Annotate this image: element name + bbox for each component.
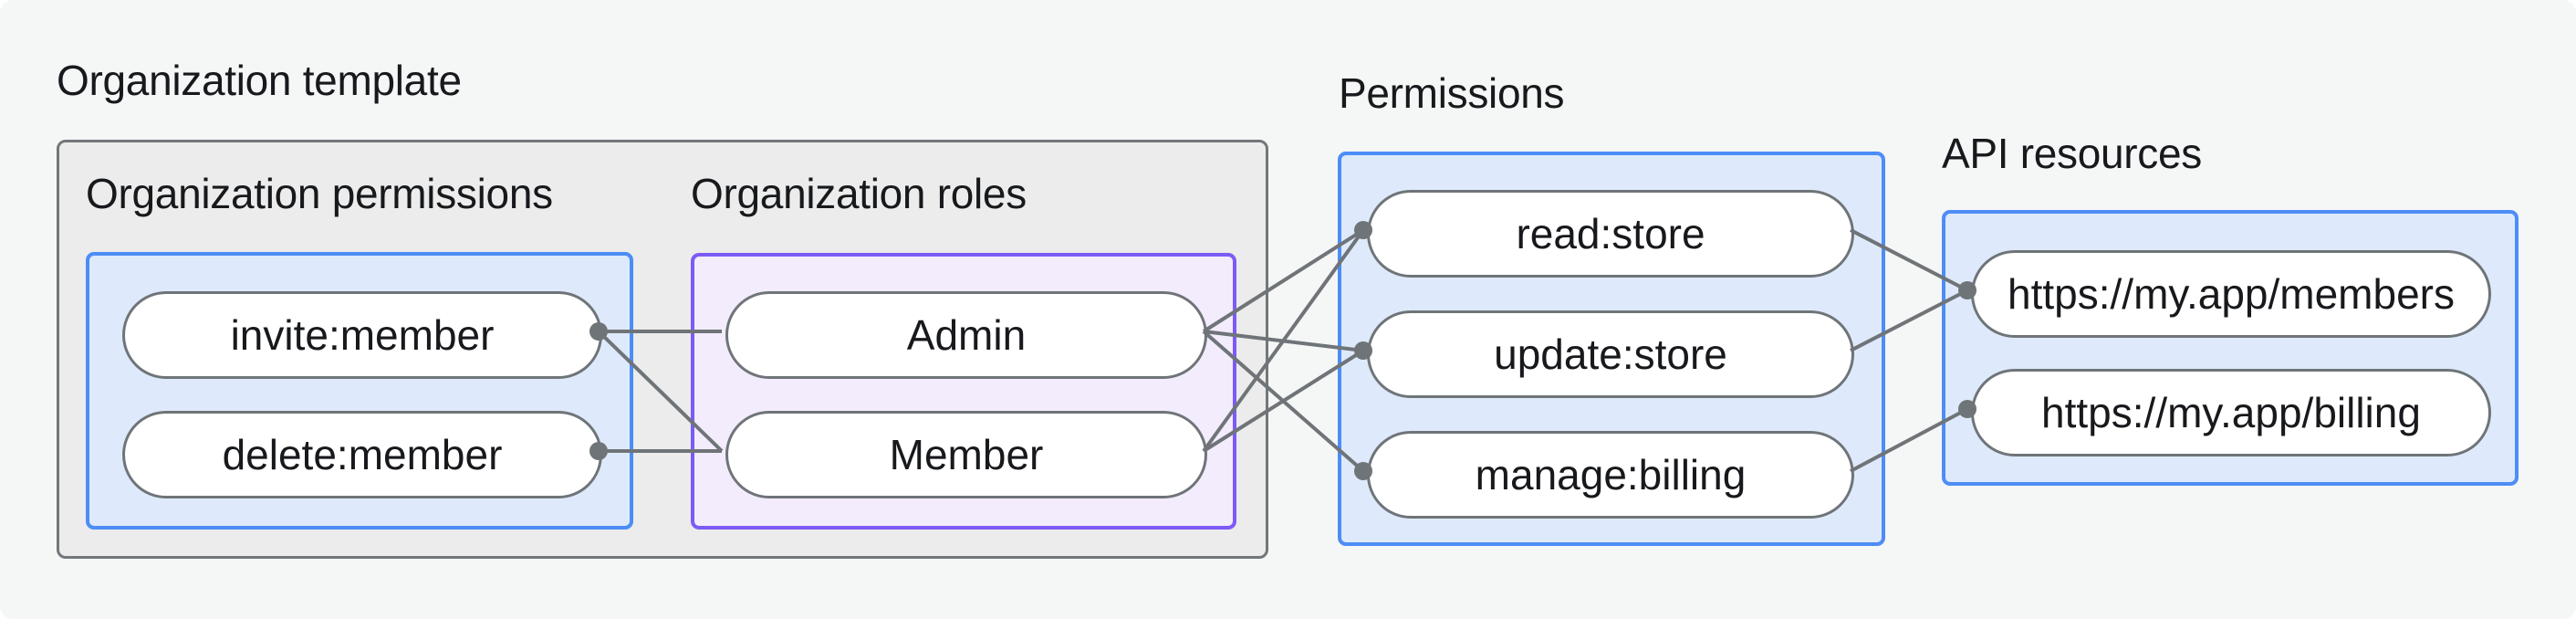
node-delete-member: delete:member	[122, 411, 602, 498]
organization-roles-label: Organization roles	[691, 170, 1027, 217]
organization-permissions-box: invite:member delete:member	[86, 252, 633, 530]
node-update-store: update:store	[1367, 310, 1854, 398]
organization-permissions-label: Organization permissions	[86, 170, 553, 217]
node-api-billing: https://my.app/billing	[1971, 369, 2491, 456]
organization-template-label: Organization template	[57, 57, 462, 104]
node-read-store: read:store	[1367, 190, 1854, 278]
node-invite-member: invite:member	[122, 291, 602, 379]
node-member: Member	[725, 411, 1207, 498]
node-manage-billing: manage:billing	[1367, 431, 1854, 519]
node-api-members: https://my.app/members	[1971, 250, 2491, 338]
permissions-label: Permissions	[1339, 69, 1565, 117]
api-resources-box: https://my.app/members https://my.app/bi…	[1942, 210, 2519, 486]
node-admin: Admin	[725, 291, 1207, 379]
organization-roles-box: Admin Member	[691, 253, 1236, 530]
api-resources-label: API resources	[1942, 130, 2202, 177]
permissions-box: read:store update:store manage:billing	[1338, 152, 1885, 546]
